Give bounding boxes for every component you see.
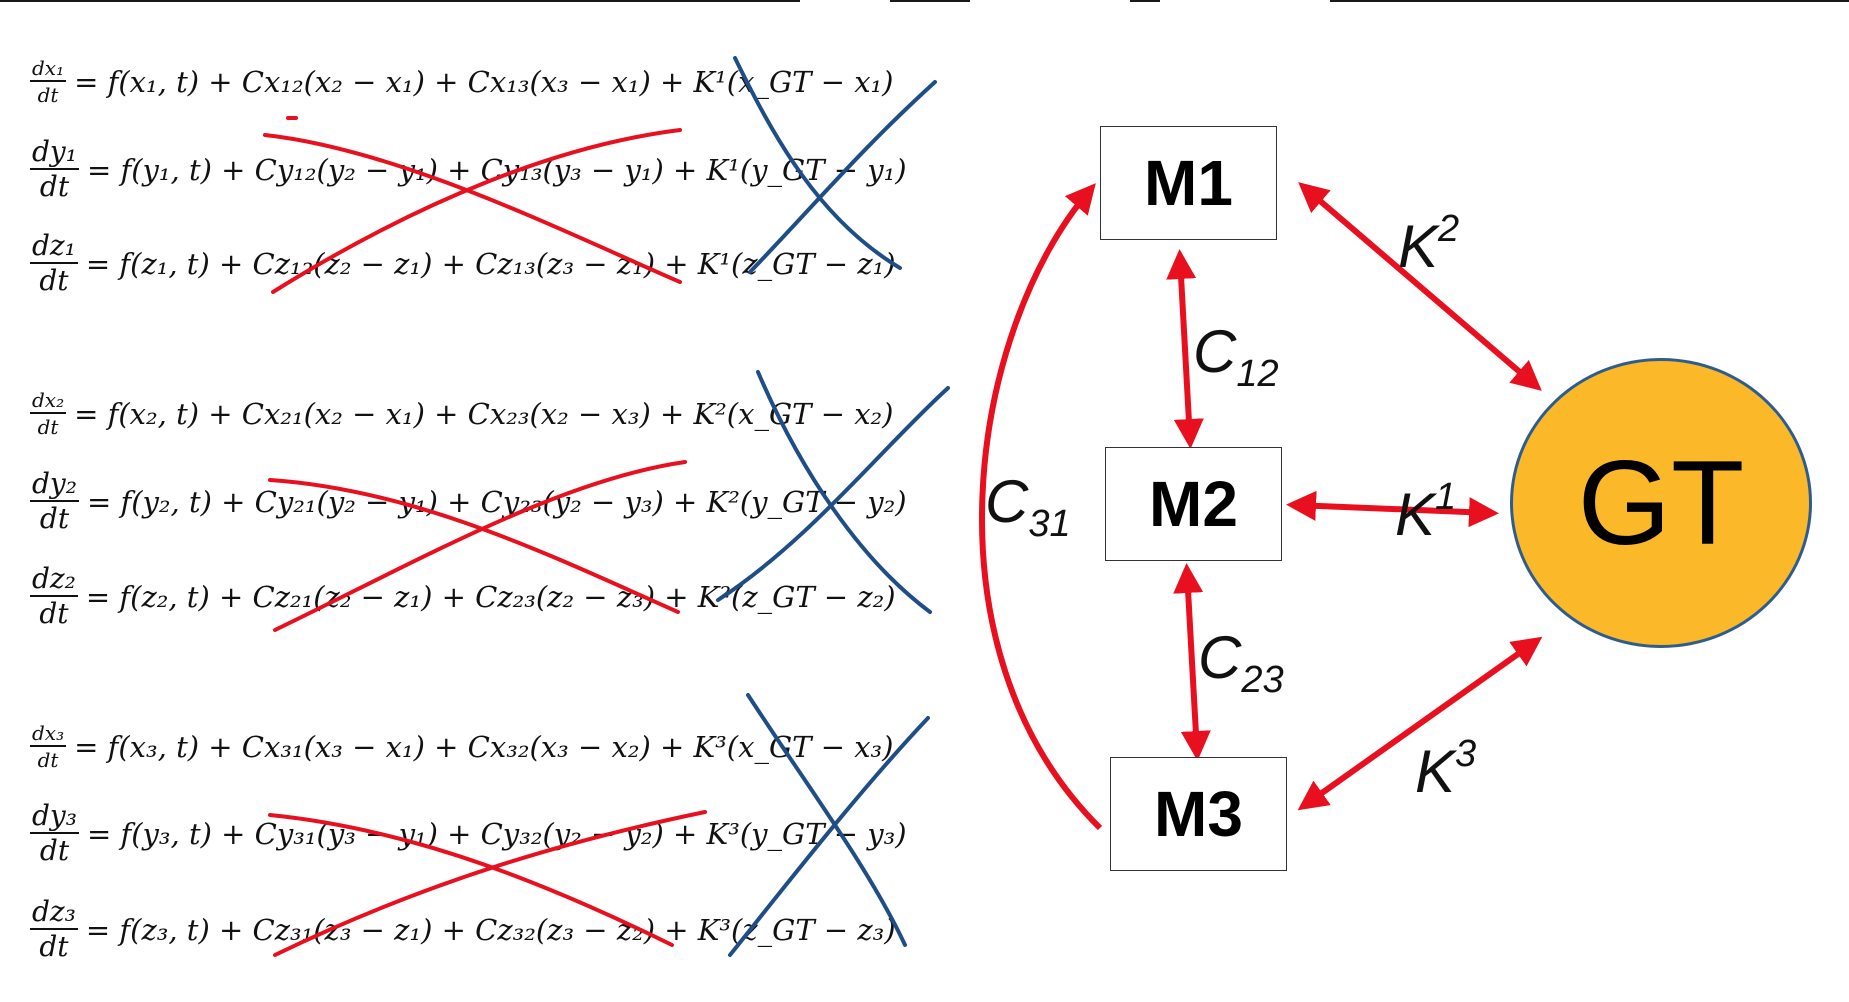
label-base: K (1415, 738, 1456, 805)
blue-strike-mark (746, 693, 907, 947)
red-strike-mark (273, 810, 707, 957)
blue-strike-mark (748, 80, 937, 274)
fraction-denominator: dt (37, 415, 59, 439)
equation-rhs: = f(y₁, t) + Cy₁₂(y₂ − y₁) + Cy₁₃(y₃ − y… (86, 152, 907, 187)
red-strike-mark (263, 133, 682, 284)
label-subscript: 12 (1236, 353, 1279, 395)
label-superscript: 1 (1435, 476, 1457, 518)
fraction-numerator: dx₃ (30, 721, 67, 747)
top-border-line (890, 0, 970, 2)
fraction-denominator: dt (39, 502, 70, 535)
edge-label-c23: C23 (1198, 628, 1284, 701)
fraction-denominator: dt (39, 170, 70, 203)
arrow-m3-gt (1297, 636, 1543, 811)
fraction-numerator: dy₂ (30, 467, 79, 502)
arrow-m1-gt (1298, 182, 1542, 391)
fraction-denominator: dt (37, 748, 59, 772)
label-base: C (1193, 318, 1237, 385)
fraction-denominator: dt (37, 83, 59, 107)
fraction-denominator: dt (39, 264, 69, 297)
edge-label-k1: K1 (1395, 478, 1456, 545)
edge-label-c12: C12 (1193, 322, 1279, 395)
equation-rhs: = f(z₂, t) + Cz₂₁(z₂ − z₁) + Cz₂₃(z₂ − z… (85, 579, 896, 614)
fraction-denominator: dt (39, 834, 70, 867)
label-superscript: 3 (1455, 733, 1477, 775)
fraction-numerator: dz₂ (30, 562, 78, 597)
equation-rhs: = f(x₂, t) + Cx₂₁(x₂ − x₁) + Cx₂₃(x₂ − x… (74, 396, 894, 431)
fraction-numerator: dy₁ (30, 135, 79, 170)
equation-rhs: = f(y₂, t) + Cy₂₁(y₂ − y₁) + Cy₂₃(y₂ − y… (86, 484, 907, 519)
node-m1: M1 (1100, 126, 1277, 240)
arrow-m1-m2 (1166, 249, 1204, 449)
top-border-line (1130, 0, 1160, 2)
edge-label-k3: K3 (1415, 735, 1476, 802)
top-border-line (0, 0, 800, 2)
label-base: C (985, 468, 1029, 535)
fraction-numerator: dz₃ (30, 895, 78, 930)
red-strike-mark (271, 128, 682, 294)
blue-strike-mark (716, 386, 950, 602)
arrow-m2-gt (1286, 490, 1499, 528)
blue-strike-mark (733, 56, 902, 270)
label-superscript: 2 (1438, 208, 1460, 250)
node-m3: M3 (1110, 757, 1287, 871)
fraction-numerator: dx₁ (30, 56, 67, 82)
blue-strike-mark (756, 370, 932, 614)
red-strike-mark (268, 478, 680, 614)
equation-rhs: = f(x₁, t) + Cx₁₂(x₂ − x₁) + Cx₁₃(x₃ − x… (74, 64, 894, 99)
red-strike-mark (268, 813, 674, 947)
label-subscript: 23 (1241, 659, 1284, 701)
fraction-denominator: dt (39, 597, 69, 630)
label-base: C (1198, 624, 1242, 691)
fraction-numerator: dy₃ (30, 799, 79, 834)
equation-rhs: = f(y₃, t) + Cy₃₁(y₃ − y₁) + Cy₃₂(y₂ − y… (86, 816, 907, 851)
label-subscript: 31 (1028, 503, 1071, 545)
equation-rhs: = f(x₃, t) + Cx₃₁(x₃ − x₁) + Cx₃₂(x₃ − x… (74, 729, 894, 764)
label-base: K (1395, 481, 1436, 548)
blue-strike-mark (728, 716, 930, 957)
node-gt: GT (1510, 358, 1812, 648)
edge-label-k2: K2 (1398, 210, 1459, 277)
fraction-denominator: dt (39, 930, 69, 963)
arrow-m2-m3 (1173, 563, 1211, 761)
top-border-line (1330, 0, 1849, 2)
label-base: K (1398, 213, 1439, 280)
red-strike-mark (273, 460, 687, 632)
edge-label-c31: C31 (985, 472, 1071, 545)
arrow-m3-m1 (979, 183, 1103, 831)
fraction-numerator: dx₂ (30, 388, 67, 414)
node-m2: M2 (1105, 447, 1282, 561)
fraction-numerator: dz₁ (30, 229, 78, 264)
